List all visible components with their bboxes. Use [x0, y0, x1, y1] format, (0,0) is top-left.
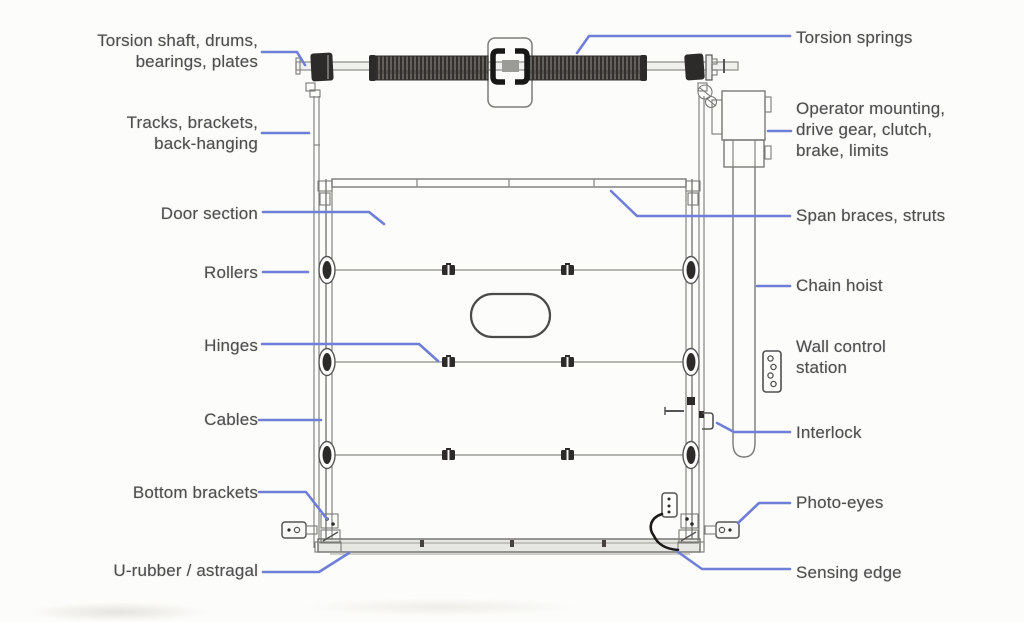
- label-cables: Cables: [204, 410, 258, 429]
- label-door-section: Door section: [160, 204, 258, 223]
- photo-eye-right: [704, 521, 740, 539]
- sensing-edge-coil: [649, 492, 680, 552]
- leader-u-rubber: [261, 551, 351, 574]
- leader-span-braces: [609, 189, 792, 218]
- hinges-group: [442, 263, 574, 460]
- leader-lines: [257, 34, 793, 574]
- label-torsion-springs: Torsion springs: [796, 28, 913, 47]
- cable-drum-right: [684, 53, 705, 81]
- door-handle: [469, 292, 552, 339]
- wall-control-station: [762, 350, 782, 393]
- cable-drum-left: [310, 52, 334, 82]
- torsion-spring-right: [526, 55, 644, 81]
- torsion-shaft-assembly: [295, 37, 739, 108]
- left-track: [305, 82, 321, 548]
- label-photo-eyes: Photo-eyes: [796, 493, 884, 512]
- door-panel: [317, 178, 701, 540]
- leader-hinges: [260, 342, 440, 363]
- label-rollers: Rollers: [204, 263, 258, 282]
- label-torsion-shaft: Torsion shaft, drums, bearings, plates: [97, 31, 258, 71]
- rollers-group: [318, 255, 700, 470]
- label-span-braces: Span braces, struts: [796, 206, 946, 225]
- label-wall-control: Wall control station: [796, 337, 886, 377]
- label-operator: Operator mounting, drive gear, clutch, b…: [796, 99, 946, 160]
- torsion-spring-left: [372, 55, 489, 81]
- bottom-bar-astragal: [317, 538, 701, 555]
- chain-hoist-loop: [732, 167, 756, 458]
- leader-torsion-springs: [575, 34, 792, 55]
- leader-torsion-shaft: [260, 50, 307, 67]
- leader-sensing-edge: [676, 550, 792, 571]
- scan-smudge: [300, 598, 580, 616]
- photo-eye-left: [281, 521, 318, 539]
- leader-photo-eyes: [736, 501, 792, 525]
- leader-bottom-brackets: [257, 490, 329, 521]
- leader-door-section: [261, 210, 386, 226]
- interlock-device: [664, 397, 714, 430]
- label-hinges: Hinges: [204, 336, 258, 355]
- right-track: [697, 82, 718, 548]
- bottom-bracket-right: [677, 513, 705, 553]
- door-section-joints: [332, 269, 686, 456]
- label-sensing-edge: Sensing edge: [796, 563, 902, 582]
- scan-smudge: [28, 602, 208, 622]
- label-u-rubber: U-rubber / astragal: [113, 561, 258, 580]
- label-tracks: Tracks, brackets, back-hanging: [126, 113, 258, 153]
- end-bearing-plate: [705, 54, 718, 81]
- operator-unit: [711, 90, 772, 168]
- label-chain-hoist: Chain hoist: [796, 276, 883, 295]
- label-interlock: Interlock: [796, 423, 862, 442]
- label-bottom-brackets: Bottom brackets: [132, 483, 258, 502]
- leader-interlock: [715, 421, 792, 434]
